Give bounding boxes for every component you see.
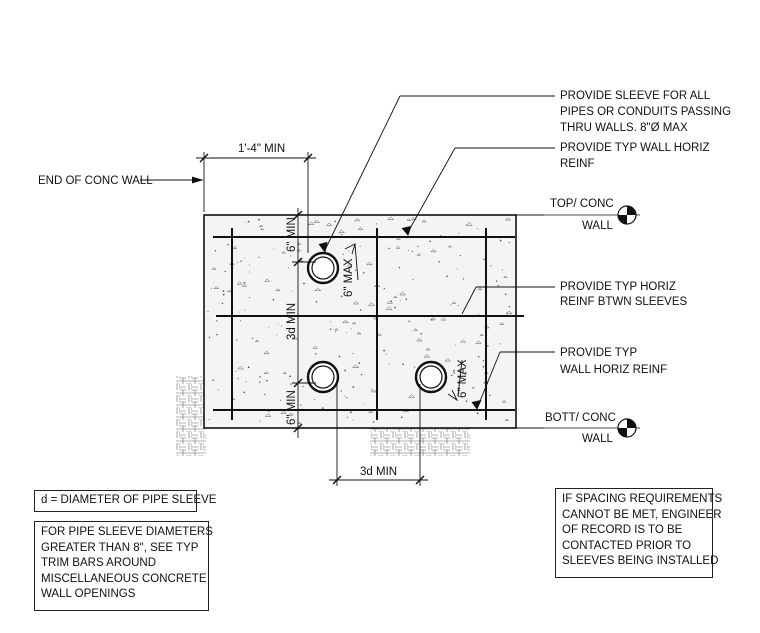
large-sleeve-note-line-2: GREATER THAN 8", SEE TYP: [41, 541, 199, 554]
leader-lines: [140, 95, 640, 429]
bottom-elevation-label-line-2: WALL: [582, 433, 613, 445]
wall-horiz-reinf-callout-line-2: REINF: [560, 158, 595, 170]
elevation-marker-bottom: [617, 418, 637, 438]
large-sleeve-note-line-1: FOR PIPE SLEEVE DIAMETERS: [41, 526, 213, 538]
spacing-note-line-1: IF SPACING REQUIREMENTS: [562, 493, 723, 505]
concrete-wall: [203, 214, 517, 429]
sleeve-callout-line-2: PIPES OR CONDUITS PASSING: [560, 106, 731, 118]
spacing-requirements-note: IF SPACING REQUIREMENTS CANNOT BE MET, E…: [555, 488, 723, 578]
bottom-elevation-label-line-1: BOTT/ CONC: [545, 412, 616, 424]
dim-three-d-min-horizontal: 3d MIN: [360, 466, 397, 478]
top-elevation-label-line-1: TOP/ CONC: [550, 198, 614, 210]
dim-six-min-bottom: 6" MIN: [286, 390, 298, 425]
spacing-note-line-2: CANNOT BE MET, ENGINEER: [562, 508, 722, 521]
top-elevation-label-line-2: WALL: [582, 220, 613, 232]
large-sleeve-note-line-5: WALL OPENINGS: [41, 588, 136, 600]
pipe-sleeve-bottom-left-inner: [311, 365, 335, 389]
soil-hatch-left: [176, 376, 206, 456]
elevation-marker-top: [617, 205, 637, 225]
reinforcing-bars: [213, 228, 524, 420]
sleeve-callout-line-1: PROVIDE SLEEVE FOR ALL: [560, 90, 711, 102]
sleeve-callout-line-3: THRU WALLS. 8"Ø MAX: [560, 122, 688, 134]
dim-min-from-end: 1'-4" MIN: [238, 143, 285, 155]
pipe-sleeves: [306, 251, 448, 394]
dim-six-max-right-sleeve: 6" MAX: [457, 359, 469, 398]
dim-six-max-top-sleeve: 6" MAX: [343, 258, 355, 297]
large-sleeve-note-line-3: TRIM BARS AROUND: [41, 557, 157, 569]
pipe-sleeve-diameter-note: d = DIAMETER OF PIPE SLEEVE: [34, 490, 217, 512]
pipe-sleeve-diameter-text: d = DIAMETER OF PIPE SLEEVE: [41, 494, 217, 506]
dim-six-min-top: 6" MIN: [286, 217, 298, 252]
spacing-note-line-4: CONTACTED PRIOR TO: [562, 539, 692, 552]
horiz-btwn-sleeves-callout-line-2: REINF BTWN SLEEVES: [560, 296, 687, 308]
pipe-sleeve-top-inner: [311, 256, 335, 280]
wall-horiz-reinf-callout-line-1: PROVIDE TYP WALL HORIZ: [560, 142, 710, 154]
dimension-lines: [196, 152, 463, 486]
large-sleeve-note-line-4: MISCELLANEOUS CONCRETE: [41, 572, 207, 585]
typ-wall-horiz-callout-line-2: WALL HORIZ REINF: [560, 364, 667, 376]
end-of-wall-label: END OF CONC WALL: [38, 175, 153, 187]
dim-three-d-min-vertical: 3d MIN: [286, 303, 298, 340]
spacing-note-line-3: OF RECORD IS TO BE: [562, 524, 683, 536]
typ-wall-horiz-callout-line-1: PROVIDE TYP: [560, 347, 637, 359]
pipe-sleeve-bottom-right-inner: [419, 365, 443, 389]
horiz-btwn-sleeves-callout-line-1: PROVIDE TYP HORIZ: [560, 281, 676, 293]
spacing-note-line-5: SLEEVES BEING INSTALLED: [562, 555, 719, 567]
large-sleeve-note: FOR PIPE SLEEVE DIAMETERS GREATER THAN 8…: [34, 521, 213, 611]
